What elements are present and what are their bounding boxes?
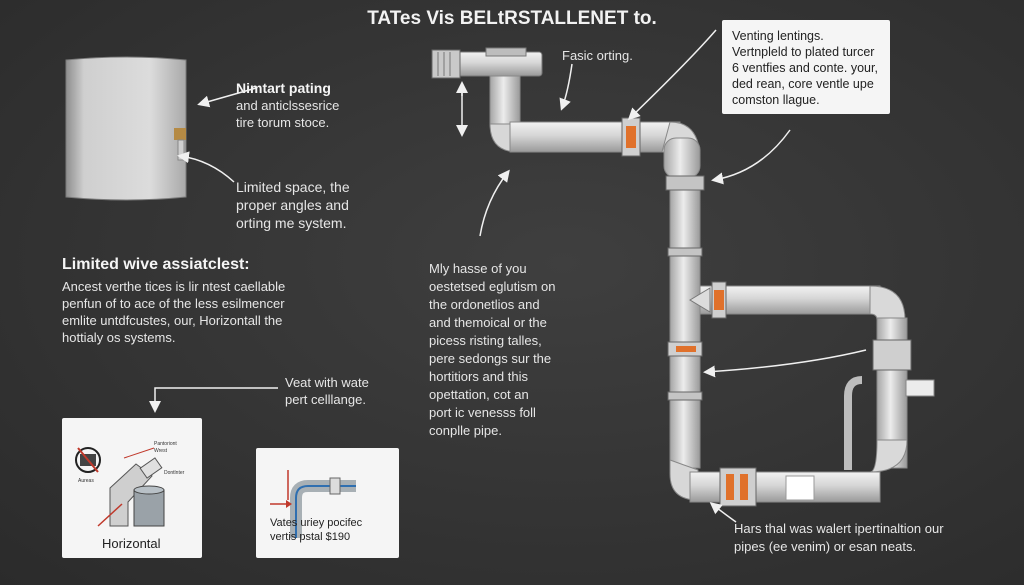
limited-space-line: orting me system.	[236, 215, 347, 231]
pipe-fitting	[785, 475, 815, 501]
pipe-coupling	[667, 247, 703, 257]
bottom-note-line: Hars thal was walert ipertinaltion our	[734, 521, 944, 536]
thumb1-label-c: Aureas	[78, 478, 94, 484]
thumbnail-vertical: Vates uriey pocifec vertis pstal $190	[256, 448, 399, 558]
bottom-note-line: pipes (ee venim) or esan neats.	[734, 539, 917, 554]
thumb2-caption-line: vertis pstal $190	[270, 531, 351, 543]
limited-space-line: proper angles and	[236, 197, 349, 213]
leader-arrow	[559, 63, 573, 111]
section-line: penfun of to ace of the less esilmencer	[62, 296, 285, 311]
pipe-tee	[689, 287, 711, 313]
section-line: hottialy os systems.	[62, 330, 176, 345]
middle-note-line: conplle pipe.	[429, 423, 502, 438]
leader-arrow	[177, 151, 235, 183]
middle-note-line: picess risting talles,	[429, 333, 542, 348]
leader-arrow	[703, 349, 867, 378]
middle-note-line: Mly hasse of you	[429, 261, 527, 276]
top-left-note-heading: Nimtart pating	[236, 80, 331, 96]
vent-note-line: pert celllange.	[285, 392, 366, 407]
appliance-drawing	[65, 56, 187, 201]
venting-info-box: Venting lentings. Vertnpleld to plated t…	[722, 20, 890, 114]
diagram-title: TATes Vis BELtRSTALLENET to.	[367, 8, 657, 29]
horizontal-vent-drawing: Pantoriont Wrest Aureas Dontlnter	[75, 441, 185, 527]
vent-note: Veat with wate pert celllange.	[285, 374, 369, 408]
coupling-accent	[740, 474, 748, 500]
leader-arrow	[197, 87, 257, 108]
thumbnail-horizontal: Pantoriont Wrest Aureas Dontlnter Horizo…	[62, 418, 202, 558]
small-loop-pipe	[844, 376, 863, 470]
thumb1-label-d: Dontlnter	[164, 470, 185, 476]
thumb2-caption-line: Vates uriey pocifec	[270, 517, 363, 529]
middle-note-line: oestetsed eglutism on	[429, 279, 556, 294]
pipe-coupling	[665, 175, 705, 191]
top-left-note-line: and anticlssesrice	[236, 98, 340, 113]
fasic-orting-label: Fasic orting.	[562, 48, 633, 63]
venting-box-line: 6 ventfies and conte. your,	[732, 61, 878, 75]
leader-arrow	[479, 169, 510, 237]
bottom-note: Hars thal was walert ipertinaltion our p…	[734, 520, 944, 556]
vent-note-line: Veat with wate	[285, 375, 369, 390]
thumb1-label-b: Wrest	[154, 448, 168, 454]
coupling-accent	[726, 474, 734, 500]
middle-note-line: the ordonetlios and	[429, 297, 540, 312]
coupling-accent	[626, 126, 636, 148]
thumb1-label-a: Pantoriont	[154, 441, 177, 447]
venting-box-line: comston llague.	[732, 93, 820, 107]
pipe-branch	[699, 285, 881, 315]
thumb2-caption: Vates uriey pocifec vertis pstal $190	[270, 516, 362, 544]
venting-box-line: Venting lentings.	[732, 29, 824, 43]
middle-note: Mly hasse of you oestetsed eglutism on t…	[429, 260, 555, 440]
pipe-valve	[872, 339, 912, 371]
leader-arrow	[711, 129, 791, 185]
middle-note-line: hortitiors and this	[429, 369, 528, 384]
top-left-note-line: tire torum stoce.	[236, 115, 330, 130]
limited-space-line: Limited space, the	[236, 179, 350, 195]
section-line: Ancest verthe tices is lir ntest caellab…	[62, 279, 286, 294]
pipe-elbow	[869, 439, 908, 473]
vent-cap	[431, 47, 543, 79]
top-left-note: Nimtart pating and anticlssesrice tire t…	[236, 80, 339, 131]
pipe-bottom-run	[689, 471, 881, 503]
pipe-stub	[905, 379, 935, 397]
leader-arrow	[709, 502, 737, 523]
pipe-elbow	[869, 285, 906, 321]
venting-box-line: Vertnpleld to plated turcer	[732, 45, 875, 59]
pipe-segment	[489, 75, 521, 127]
pipe-coupling	[719, 467, 757, 507]
coupling-accent	[676, 346, 696, 352]
pipe-elbow-body	[663, 137, 701, 179]
middle-note-line: pere sedongs sur the	[429, 351, 552, 366]
pipe-coupling	[667, 391, 703, 401]
pipe-segment	[509, 121, 681, 153]
section-heading: Limited wive assiatclest:	[62, 256, 250, 273]
section-paragraph: Ancest verthe tices is lir ntest caellab…	[62, 278, 382, 346]
middle-note-line: and themoical or the	[429, 315, 547, 330]
venting-box-line: ded rean, core ventle upe	[732, 77, 874, 91]
pipe-main-vertical	[669, 177, 701, 469]
section-line: emlite untdfcustes, our, Horizontall the	[62, 313, 283, 328]
leader-arrow	[627, 29, 717, 121]
middle-note-line: port ic venesss foll	[429, 405, 536, 420]
coupling-accent	[714, 290, 724, 310]
section-block: Limited wive assiatclest: Ancest verthe …	[62, 256, 382, 346]
thumb1-caption: Horizontal	[102, 536, 161, 551]
middle-note-line: opettation, cot an	[429, 387, 529, 402]
wall-appliance	[62, 56, 190, 201]
limited-space-note: Limited space, the proper angles and ort…	[236, 178, 350, 232]
leader-arrow	[149, 387, 278, 413]
vertical-vent-drawing	[270, 477, 356, 538]
